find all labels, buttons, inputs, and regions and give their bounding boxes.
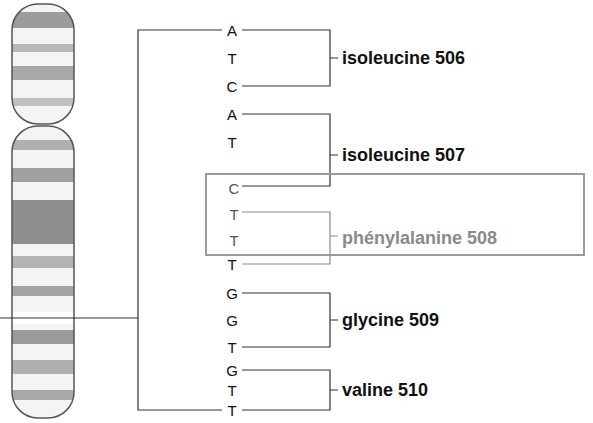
nucleotide: T — [227, 51, 236, 66]
nucleotide: T — [229, 207, 238, 222]
band — [0, 66, 90, 80]
nucleotide: G — [226, 363, 238, 378]
codon-bracket — [242, 293, 338, 347]
nucleotide: T — [227, 403, 236, 418]
nucleotide: A — [227, 23, 237, 38]
deletion-box: CTTphénylalanine 508 — [205, 173, 585, 256]
amino-acid-label: isoleucine 507 — [342, 146, 465, 164]
nucleotide: G — [226, 286, 238, 301]
nucleotide: T — [227, 383, 236, 398]
nucleotide: G — [226, 313, 238, 328]
codon-bracket — [242, 370, 338, 410]
nucleotide: T — [227, 257, 236, 272]
band — [0, 330, 90, 344]
amino-acid-label: valine 510 — [342, 381, 428, 399]
codon-bracket — [242, 30, 338, 86]
codon-bracket — [242, 212, 338, 264]
nucleotide: T — [227, 340, 236, 355]
amino-acid-label: isoleucine 506 — [342, 49, 465, 67]
chromosome-fill — [0, 0, 90, 423]
band — [0, 286, 90, 296]
chromosome-arm — [12, 126, 74, 418]
codon-bracket — [242, 114, 338, 186]
locus-line — [0, 317, 138, 318]
amino-acid-label: phénylalanine 508 — [342, 229, 497, 247]
band — [0, 256, 90, 268]
band — [0, 360, 90, 374]
nucleotide: A — [227, 107, 237, 122]
amino-acid-label: glycine 509 — [342, 311, 439, 329]
band — [0, 44, 90, 52]
chromosome-arm — [12, 4, 74, 124]
band — [0, 168, 90, 182]
nucleotide: T — [227, 135, 236, 150]
nucleotide: T — [229, 233, 238, 248]
chromosome-bands — [0, 0, 90, 423]
nucleotide: C — [229, 181, 240, 196]
band — [0, 200, 90, 244]
gene-bracket — [138, 30, 222, 410]
nucleotide: C — [227, 79, 238, 94]
